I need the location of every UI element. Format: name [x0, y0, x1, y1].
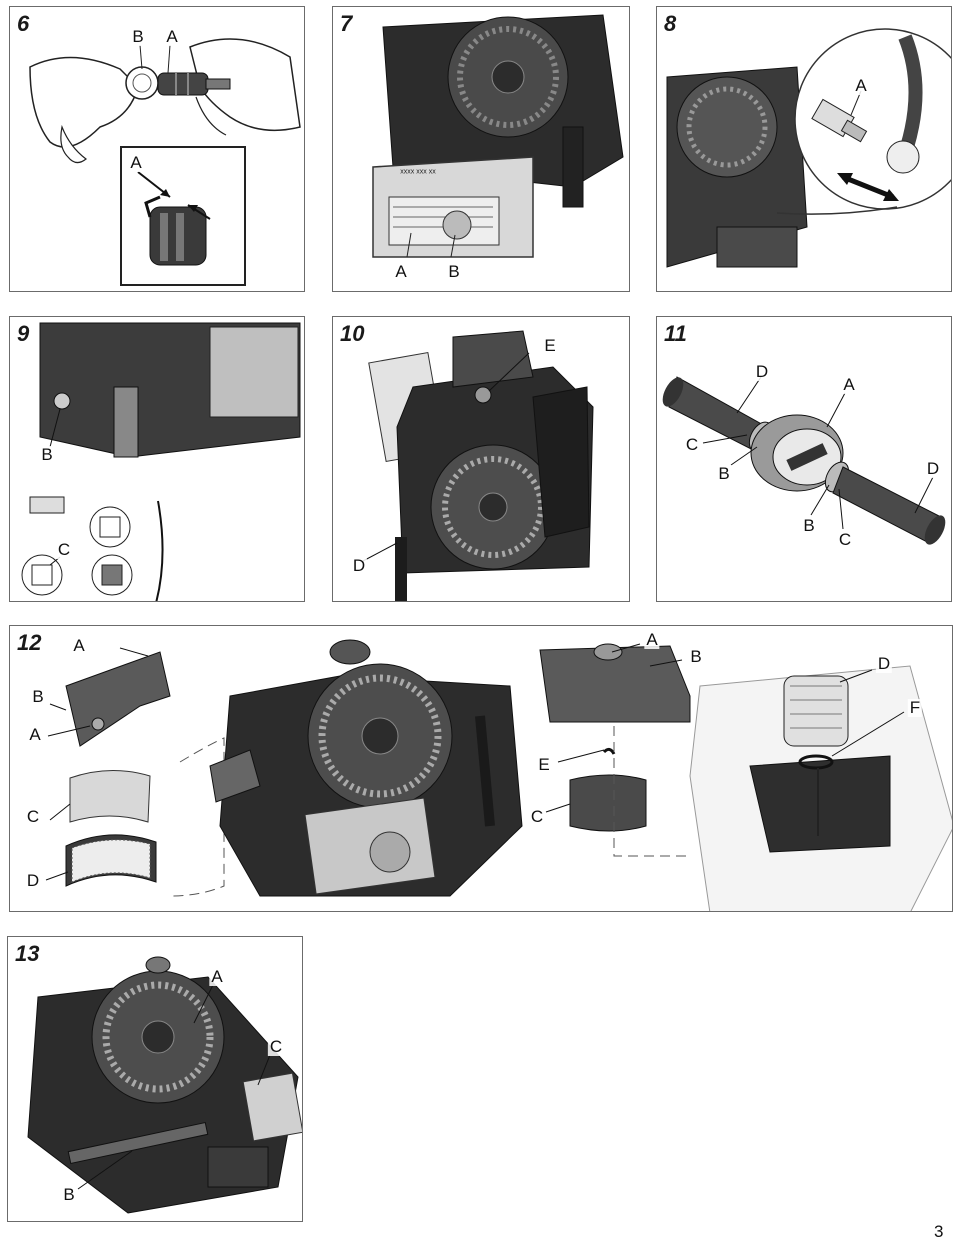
callout-label: C	[836, 530, 854, 549]
callout-label: A	[644, 630, 660, 649]
panel-11: 11 D A C B D B C	[656, 316, 952, 602]
callout-label: A	[71, 636, 87, 655]
panel-8: 8 A	[656, 6, 952, 292]
engine-front-illustration	[372, 14, 624, 258]
panel-number: 9	[17, 321, 30, 346]
callout-label: C	[528, 807, 546, 826]
callout-label: D	[924, 459, 942, 478]
panel-number: 12	[17, 630, 42, 655]
callout-label: A	[393, 262, 409, 281]
page-number: 3	[934, 1222, 944, 1241]
panel-13: 13 A C B	[7, 936, 303, 1222]
callout-label: B	[130, 27, 146, 46]
panel-number: 10	[340, 321, 365, 346]
callout-label: A	[841, 375, 857, 394]
callout-label: C	[24, 807, 42, 826]
panel-7: 7 xxxx xxx xx A B	[332, 6, 630, 292]
callout-label: D	[875, 654, 893, 673]
callout-label: A	[128, 153, 144, 172]
callout-label: B	[801, 516, 817, 535]
panel-12: 12	[9, 625, 953, 912]
engine-top-illustration	[362, 330, 594, 601]
spark-plug-gap-illustration	[29, 38, 301, 286]
callout-label: A	[853, 76, 869, 95]
panel-number: 8	[664, 11, 677, 36]
panel-number: 11	[664, 321, 687, 346]
callout-label: E	[542, 336, 558, 355]
callout-label: E	[536, 755, 552, 774]
callout-label: D	[24, 871, 42, 890]
callout-label: A	[164, 27, 180, 46]
oil-drain-plug-illustration	[21, 322, 301, 601]
callout-label: A	[209, 967, 225, 986]
callout-label: C	[683, 435, 701, 454]
panel-9: 9 B C	[9, 316, 305, 602]
panel-10: 10 E D	[332, 316, 630, 602]
callout-label: B	[446, 262, 462, 281]
air-filter-assembly-illustration	[45, 639, 952, 911]
panel-number: 6	[17, 11, 30, 36]
callout-label: A	[27, 725, 43, 744]
callout-label: D	[350, 556, 368, 575]
callout-label: B	[39, 445, 55, 464]
callout-label: B	[688, 647, 704, 666]
callout-label: B	[716, 464, 732, 483]
callout-label: B	[30, 687, 46, 706]
inline-fuel-filter-illustration	[662, 376, 946, 545]
callout-label: D	[753, 362, 771, 381]
fuel-line-illustration	[666, 28, 951, 268]
panel-number: 13	[15, 941, 40, 966]
callout-label: B	[61, 1185, 77, 1204]
serial-number-label: xxxx xxx xx	[400, 168, 436, 176]
panel-6: 6 B A A	[9, 6, 305, 292]
callout-label: C	[267, 1037, 285, 1056]
callout-label: F	[907, 698, 923, 717]
callout-label: C	[55, 540, 73, 559]
panel-number: 7	[340, 11, 353, 36]
engine-cooling-illustration	[27, 956, 302, 1214]
